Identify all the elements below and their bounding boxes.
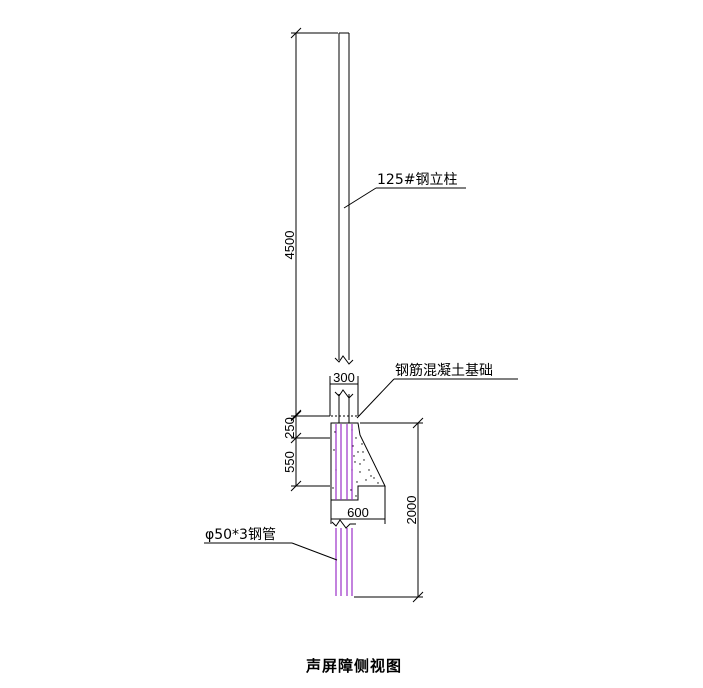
column-label: 125#钢立柱 xyxy=(377,172,457,188)
concrete-foundation xyxy=(330,415,386,501)
dimension-4500 xyxy=(290,27,338,421)
dimension-250-550 xyxy=(290,410,330,492)
drawing-title: 声屏障侧视图 xyxy=(305,657,402,675)
pipe-break xyxy=(331,519,356,529)
dimension-300-text: 300 xyxy=(333,370,355,385)
dimension-250-text: 250 xyxy=(282,417,297,439)
pipe-label: φ50*3钢管 xyxy=(205,527,276,543)
dimension-600-text: 600 xyxy=(347,505,369,520)
dimension-2000 xyxy=(354,417,424,603)
dimension-550-text: 550 xyxy=(282,451,297,473)
foundation-leader xyxy=(356,378,518,419)
steel-pipes xyxy=(335,424,353,596)
dimension-2000-text: 2000 xyxy=(404,496,419,525)
pipe-leader xyxy=(204,542,338,561)
dimension-600 xyxy=(330,486,386,524)
column-leader xyxy=(343,187,466,209)
dimension-300 xyxy=(329,376,359,416)
dimension-4500-text: 4500 xyxy=(282,231,297,260)
foundation-label: 钢筋混凝土基础 xyxy=(395,362,493,379)
